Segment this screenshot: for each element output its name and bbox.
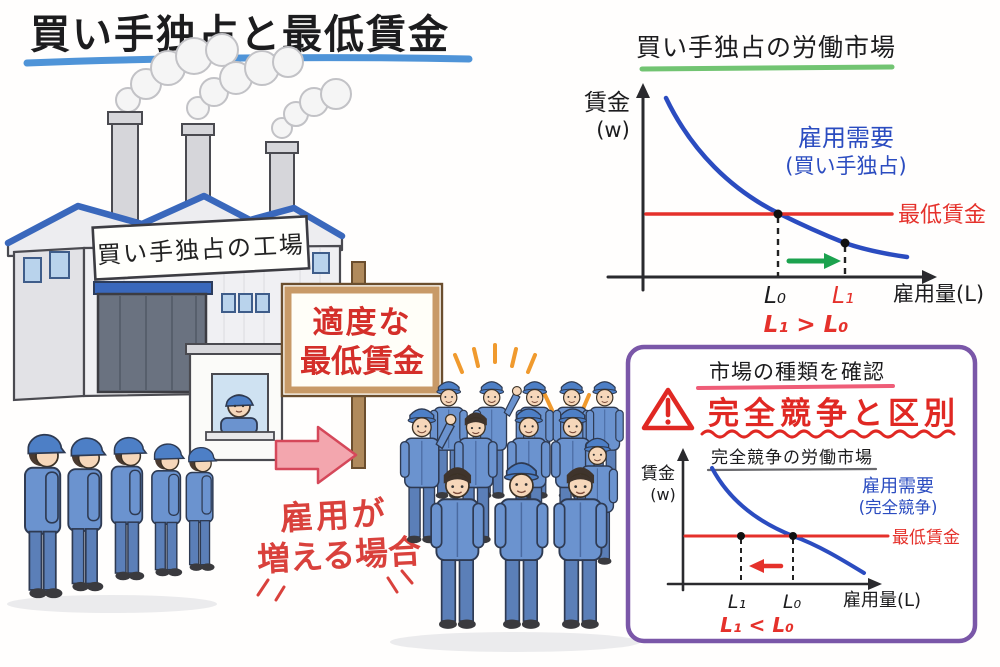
point-l0 (789, 532, 797, 540)
worker (24, 433, 66, 600)
red-arrow-head (749, 559, 764, 573)
placard: 適度な 最低賃金 (280, 261, 444, 469)
title-underline (23, 54, 473, 67)
worker-group (399, 381, 624, 630)
competition-box: 市場の種類を確認 完全競争と区別 完全競争の労働市場 賃金 (w) 雇用量(L)… (625, 344, 978, 644)
label-l0: L₀ (764, 283, 786, 309)
curve-label-1: 雇用需要 (798, 124, 894, 152)
point-l0 (773, 209, 783, 219)
factory: 買い手独占の工場 (4, 33, 352, 462)
comparison-label: L₁ > L₀ (764, 312, 849, 338)
factory-windows (23, 251, 330, 313)
green-arrow-head (824, 253, 841, 269)
x-axis-arrowhead (922, 270, 937, 284)
point-l1 (737, 532, 745, 540)
worker (110, 436, 148, 582)
wavy-underline (700, 429, 956, 439)
worker (151, 443, 185, 578)
comparison-label: L₁ < L₀ (720, 613, 794, 637)
gray-underline (706, 467, 878, 472)
placard-line2: 最低賃金 (300, 344, 425, 380)
competition-box-border (625, 344, 978, 644)
point-l1 (840, 238, 850, 248)
y-axis-arrowhead (677, 448, 689, 461)
monopsony-chart: 買い手独占の労働市場 賃金 (w) 雇用量(L) 雇用需要 (買い手独占) 最低… (584, 33, 986, 338)
garage-header (93, 281, 213, 295)
box-heading: 市場の種類を確認 (709, 360, 885, 384)
smoke (115, 33, 352, 139)
warning-icon (641, 387, 695, 431)
warning-text: 完全競争と区別 (708, 396, 960, 432)
competition-chart-title: 完全競争の労働市場 (711, 448, 873, 468)
placard-frame (284, 286, 440, 394)
pink-underline (696, 384, 895, 390)
competition-chart: 完全競争の労働市場 賃金 (w) 雇用量(L) 雇用需要 (完全競争) 最低賃金… (641, 448, 960, 637)
label-l1: L₁ (832, 283, 854, 309)
label-l1: L₁ (728, 591, 746, 613)
worker (67, 437, 107, 593)
y-axis-arrowhead (636, 83, 650, 98)
worker (185, 446, 217, 572)
pink-right-arrow (274, 425, 358, 485)
reception-booth (185, 343, 287, 462)
y-axis-label-2: (w) (650, 485, 676, 504)
caption-employment-increase: 雇用が 増える場合 (256, 493, 422, 580)
x-axis-label: 雇用量(L) (893, 282, 984, 306)
page-title-group: 買い手独占と最低賃金 (23, 12, 473, 67)
y-axis-label-2: (w) (596, 118, 630, 142)
caption-line1: 雇用が (279, 493, 389, 538)
y-axis-label-1: 賃金 (641, 464, 675, 484)
caption-emphasis-marks (256, 569, 414, 602)
placard-board (280, 282, 444, 398)
demand-curve (663, 95, 910, 260)
x-axis-arrowhead (868, 578, 882, 590)
curve-label-2: (買い手独占) (785, 154, 906, 178)
factory-signboard: 買い手独占の工場 (91, 215, 311, 281)
min-wage-label: 最低賃金 (898, 203, 986, 228)
group-shadow (390, 632, 640, 652)
curve-label-2: (完全競争) (859, 498, 938, 517)
monopsony-chart-title: 買い手独占の労働市場 (636, 33, 896, 62)
caption-line2: 増える場合 (256, 532, 422, 580)
worker-queue (24, 433, 217, 600)
green-underline (639, 64, 895, 72)
roof-trim (4, 192, 346, 247)
placard-line1: 適度な (313, 305, 412, 341)
page-title: 買い手独占と最低賃金 (30, 12, 450, 58)
x-axis-label: 雇用量(L) (843, 590, 921, 611)
y-axis-label-1: 賃金 (584, 90, 630, 116)
curve-label-1: 雇用需要 (862, 476, 934, 497)
queue-shadow (7, 595, 217, 613)
receptionist (220, 394, 258, 435)
min-wage-label: 最低賃金 (892, 528, 960, 548)
label-l0: L₀ (783, 591, 802, 613)
